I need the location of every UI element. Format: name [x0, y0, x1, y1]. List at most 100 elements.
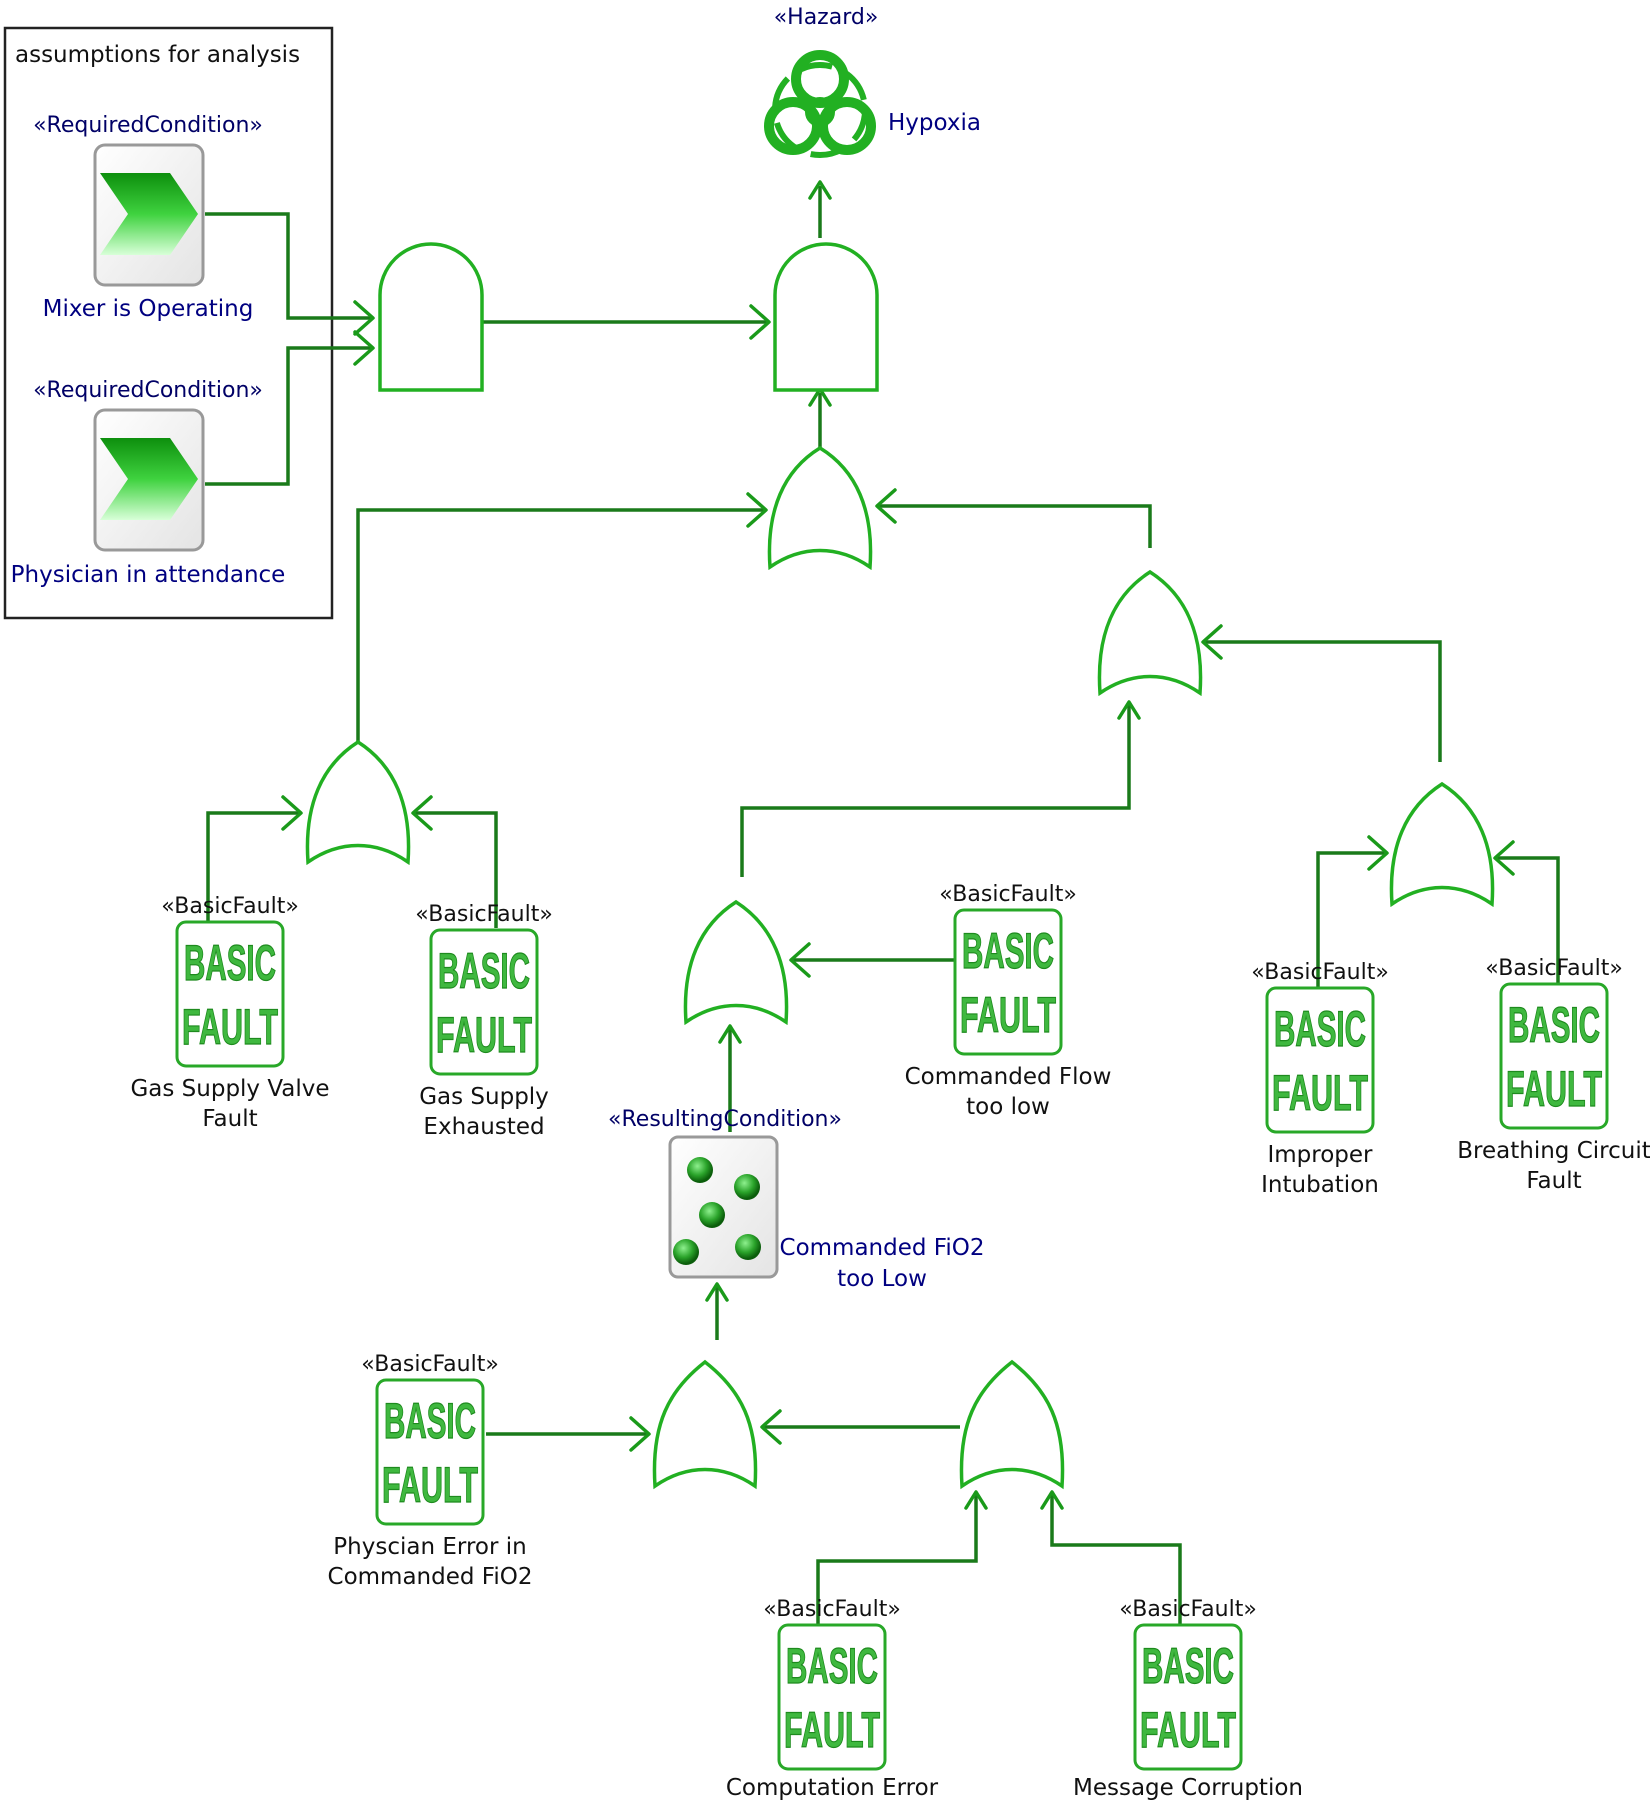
arrowhead-icon	[1367, 835, 1389, 871]
svg-text:FAULT: FAULT	[436, 1007, 532, 1063]
basic-fault-stereotype: «BasicFault»	[161, 894, 299, 919]
wire	[414, 811, 498, 928]
basic-fault-node[interactable]: «BasicFault» BASIC FAULT Message Corrupt…	[1073, 1597, 1303, 1801]
svg-text:BASIC: BASIC	[1274, 1001, 1366, 1057]
and-gate-icon[interactable]	[773, 242, 879, 392]
required-condition-stereotype: «RequiredCondition»	[33, 113, 263, 138]
arrowhead-icon	[746, 492, 768, 528]
basic-fault-stereotype: «BasicFault»	[361, 1352, 499, 1377]
or-gate-icon[interactable]	[305, 739, 411, 866]
arrowhead-icon	[353, 300, 375, 336]
svg-text:FAULT: FAULT	[182, 999, 278, 1055]
connection-wires	[205, 186, 1560, 1625]
basic-fault-node[interactable]: «BasicFault» BASIC FAULT Gas Supply Valv…	[130, 894, 329, 1132]
wire	[205, 212, 372, 320]
basic-fault-icon: BASIC FAULT	[175, 920, 285, 1068]
basic-fault-node[interactable]: «BasicFault» BASIC FAULT Breathing Circu…	[1457, 956, 1650, 1194]
or-gate-icon[interactable]	[683, 899, 789, 1026]
svg-text:FAULT: FAULT	[1140, 1702, 1236, 1758]
wire	[205, 346, 372, 486]
arrowhead-icon	[1201, 624, 1223, 660]
basic-fault-stereotype: «BasicFault»	[1251, 960, 1389, 985]
required-condition-label: Mixer is Operating	[43, 296, 254, 322]
or-gate-icon[interactable]	[959, 1359, 1065, 1490]
hazard-label: Hypoxia	[888, 110, 981, 136]
arrowhead-icon	[629, 1416, 651, 1452]
basic-fault-stereotype: «BasicFault»	[415, 902, 553, 927]
basic-fault-label: Breathing Circuit	[1457, 1138, 1650, 1164]
svg-text:FAULT: FAULT	[1506, 1061, 1602, 1117]
or-gate-icon[interactable]	[1097, 569, 1203, 697]
svg-text:FAULT: FAULT	[960, 987, 1056, 1043]
arrowhead-icon	[281, 795, 303, 831]
wire	[1050, 1495, 1182, 1625]
basic-fault-label: Gas Supply Valve	[130, 1076, 329, 1102]
svg-text:BASIC: BASIC	[438, 943, 530, 999]
biohazard-icon	[764, 50, 876, 158]
basic-fault-node[interactable]: «BasicFault» BASIC FAULT Improper Intuba…	[1251, 960, 1389, 1198]
arrowhead-icon	[1117, 700, 1141, 720]
arrowhead-icon	[411, 795, 433, 831]
basic-fault-label: Commanded FiO2	[328, 1564, 533, 1590]
basic-fault-label: Exhausted	[423, 1114, 544, 1140]
basic-fault-label: Intubation	[1261, 1172, 1379, 1198]
resulting-condition-icon	[668, 1135, 779, 1279]
arrowhead-icon	[1040, 1490, 1064, 1510]
basic-fault-label: Fault	[1526, 1168, 1581, 1194]
wire	[1496, 856, 1560, 984]
basic-fault-label: Commanded Flow	[905, 1064, 1112, 1090]
basic-fault-label: Gas Supply	[419, 1084, 549, 1110]
basic-fault-icon: BASIC FAULT	[375, 1378, 485, 1526]
svg-text:BASIC: BASIC	[962, 923, 1054, 979]
required-condition-stereotype: «RequiredCondition»	[33, 378, 263, 403]
basic-fault-stereotype: «BasicFault»	[939, 882, 1077, 907]
arrowhead-icon	[705, 1282, 729, 1302]
basic-fault-node[interactable]: «BasicFault» BASIC FAULT Computation Err…	[726, 1597, 939, 1801]
or-gate-icon[interactable]	[767, 445, 873, 571]
required-condition-label: Physician in attendance	[11, 562, 286, 588]
required-condition-chevron-icon[interactable]	[93, 408, 205, 552]
wire	[878, 504, 1152, 548]
svg-text:BASIC: BASIC	[1142, 1638, 1234, 1694]
wire	[740, 705, 1131, 877]
or-gate-icon[interactable]	[1389, 781, 1495, 908]
svg-text:BASIC: BASIC	[184, 935, 276, 991]
basic-fault-node[interactable]: «BasicFault» BASIC FAULT Commanded Flow …	[905, 882, 1112, 1120]
arrowhead-icon	[789, 942, 811, 978]
and-gate-icon[interactable]	[378, 242, 484, 392]
wire	[1316, 851, 1386, 988]
basic-fault-stereotype: «BasicFault»	[1119, 1597, 1257, 1622]
svg-text:BASIC: BASIC	[786, 1638, 878, 1694]
resulting-condition-node[interactable]: «ResultingCondition» Commanded FiO2 too …	[608, 1107, 984, 1292]
arrowhead-icon	[749, 304, 771, 340]
wire	[206, 811, 300, 922]
svg-text:FAULT: FAULT	[1272, 1065, 1368, 1121]
or-gate-icon[interactable]	[652, 1359, 758, 1490]
basic-fault-label: too low	[966, 1094, 1050, 1120]
wire	[1205, 640, 1442, 762]
basic-fault-label: Improper	[1267, 1142, 1373, 1168]
basic-fault-node[interactable]: «BasicFault» BASIC FAULT Gas Supply Exha…	[415, 902, 553, 1140]
basic-fault-icon: BASIC FAULT	[1133, 1623, 1243, 1771]
wire	[356, 508, 765, 742]
arrowhead-icon	[964, 1490, 988, 1510]
wire	[816, 1495, 978, 1625]
resulting-condition-label: too Low	[837, 1266, 927, 1292]
basic-fault-icon: BASIC FAULT	[1265, 986, 1375, 1134]
basic-fault-node[interactable]: «BasicFault» BASIC FAULT Physcian Error …	[328, 1352, 533, 1590]
basic-fault-stereotype: «BasicFault»	[1485, 956, 1623, 981]
basic-fault-label: Fault	[202, 1106, 257, 1132]
svg-text:BASIC: BASIC	[384, 1393, 476, 1449]
svg-text:FAULT: FAULT	[382, 1457, 478, 1513]
arrowhead-icon	[1493, 840, 1515, 876]
basic-fault-icon: BASIC FAULT	[953, 908, 1063, 1056]
assumptions-panel: assumptions for analysis «RequiredCondit…	[3, 26, 334, 620]
required-condition-chevron-icon[interactable]	[93, 143, 205, 287]
hazard-node[interactable]: «Hazard» Hypoxia	[764, 5, 981, 158]
basic-fault-icon: BASIC FAULT	[777, 1623, 887, 1771]
arrowheads	[281, 180, 1515, 1510]
hazard-stereotype: «Hazard»	[774, 5, 879, 30]
svg-text:BASIC: BASIC	[1508, 997, 1600, 1053]
basic-fault-icon: BASIC FAULT	[1499, 982, 1609, 1130]
